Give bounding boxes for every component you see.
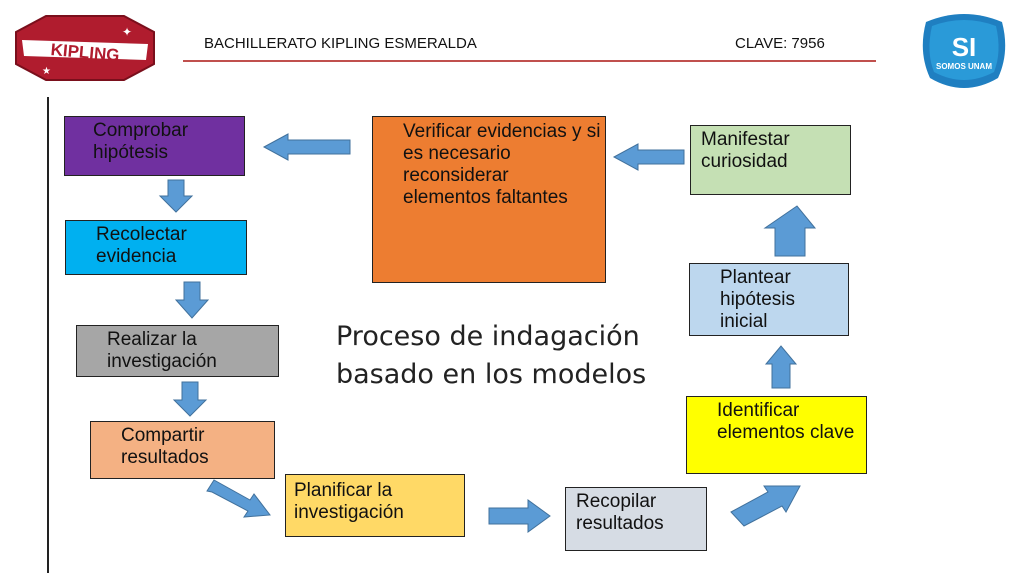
unam-logo-shape: SI SOMOS UNAM	[922, 14, 1006, 88]
box-comprobar-label: Comprobar hipótesis	[93, 120, 189, 163]
box-recopilar-resultados: Recopilar resultados	[565, 487, 707, 551]
box-planificar-label: Planificar la investigación	[294, 480, 404, 523]
diagram-title: Proceso de indagación basado en los mode…	[336, 321, 647, 390]
unam-logo: SI SOMOS UNAM	[918, 12, 1010, 92]
box-identificar-label: Identificar elementos clave	[717, 400, 855, 443]
box-compartir-label: Compartir resultados	[121, 425, 209, 468]
arrow-planificar-to-recopilar	[488, 499, 551, 533]
box-comprobar-hipotesis: Comprobar hipótesis	[64, 116, 245, 176]
box-compartir-resultados: Compartir resultados	[90, 421, 275, 479]
svg-text:✦: ✦	[122, 25, 132, 39]
arrow-recopilar-to-identificar	[730, 485, 801, 527]
arrow-recolectar-to-realizar	[174, 281, 210, 319]
logo-right-main: SI	[952, 32, 977, 62]
box-recopilar-label: Recopilar resultados	[576, 491, 664, 534]
box-realizar-label: Realizar la investigación	[107, 329, 217, 372]
box-recolectar-label: Recolectar evidencia	[96, 224, 187, 267]
svg-text:★: ★	[42, 66, 51, 77]
school-name: BACHILLERATO KIPLING ESMERALDA	[204, 35, 477, 52]
box-realizar-investigacion: Realizar la investigación	[76, 325, 279, 377]
box-identificar-elementos: Identificar elementos clave	[686, 396, 867, 474]
school-code: CLAVE: 7956	[735, 35, 825, 52]
box-plantear-label: Plantear hipótesis inicial	[720, 267, 795, 332]
arrow-comprobar-to-recolectar	[158, 179, 194, 213]
box-manifestar-label: Manifestar curiosidad	[701, 129, 790, 172]
logo-right-sub: SOMOS UNAM	[936, 62, 992, 71]
box-manifestar-curiosidad: Manifestar curiosidad	[690, 125, 851, 195]
box-planificar-investigacion: Planificar la investigación	[285, 474, 465, 537]
left-border-line	[47, 97, 49, 573]
arrow-realizar-to-compartir	[172, 381, 208, 417]
arrow-manifestar-to-verificar	[612, 143, 685, 171]
header-divider	[183, 60, 876, 62]
arrow-plantear-to-manifestar	[763, 205, 817, 257]
box-plantear-hipotesis: Plantear hipótesis inicial	[689, 263, 849, 336]
box-verificar-label: Verificar evidencias y si es necesario r…	[403, 121, 601, 208]
arrow-verificar-to-comprobar	[262, 133, 351, 161]
box-recolectar-evidencia: Recolectar evidencia	[65, 220, 247, 275]
kipling-logo: KIPLING ✦ ★	[12, 14, 157, 82]
arrow-compartir-to-planificar	[206, 479, 271, 518]
arrow-identificar-to-plantear	[764, 345, 798, 389]
kipling-logo-shape: KIPLING ✦ ★	[15, 15, 155, 81]
box-verificar-evidencias: Verificar evidencias y si es necesario r…	[372, 116, 606, 283]
